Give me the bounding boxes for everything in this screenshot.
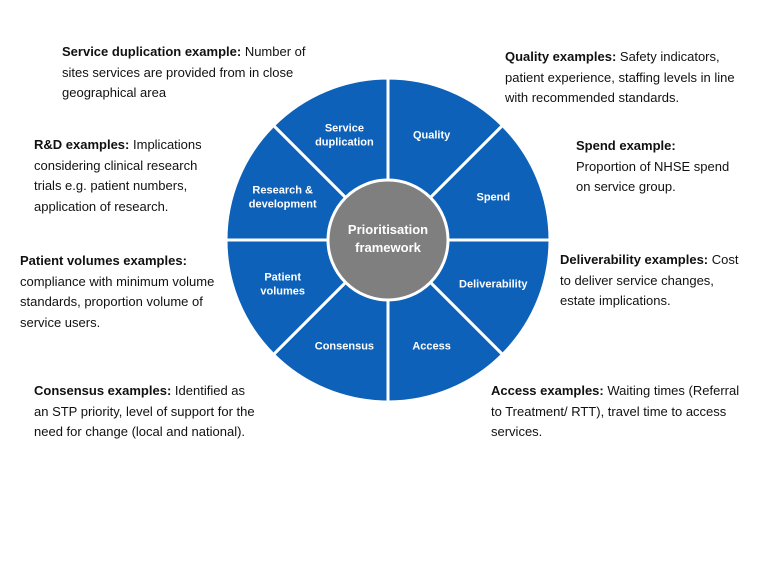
segment-label-patient-volumes: volumes (260, 286, 305, 298)
annotation-heading: Access examples: (491, 383, 604, 398)
segment-label-spend: Spend (476, 191, 510, 203)
annotation-text: Proportion of NHSE spend on service grou… (576, 158, 730, 195)
annotation-text: Number of sites services are provided fr… (62, 44, 306, 100)
annotation-text: Cost to deliver service changes, estate … (560, 252, 739, 308)
annotation-patient-volumes: Patient volumes examples: compliance wit… (20, 251, 218, 333)
hub-circle (326, 178, 450, 302)
segment-label-research-development: Research & (252, 184, 313, 196)
segment-label-service-duplication: duplication (315, 137, 374, 149)
annotation-text: compliance with minimum volume standards… (20, 273, 215, 330)
annotation-quality: Quality examples: Safety indicators, pat… (505, 47, 745, 109)
segment-label-access: Access (412, 340, 451, 352)
hub-label-line2: framework (355, 240, 422, 255)
annotation-deliverability: Deliverability examples: Cost to deliver… (560, 250, 750, 312)
segment-label-service-duplication: Service (325, 123, 364, 135)
annotation-text: Safety indicators, patient experience, s… (505, 49, 735, 105)
annotation-heading: Patient volumes examples: (20, 253, 187, 268)
annotation-heading: Quality examples: (505, 49, 617, 64)
segment-label-patient-volumes: Patient (264, 272, 301, 284)
segment-label-quality: Quality (413, 130, 451, 142)
annotation-access: Access examples: Waiting times (Referral… (491, 381, 753, 443)
annotation-consensus: Consensus examples: Identified as an STP… (34, 381, 256, 443)
segment-label-consensus: Consensus (315, 340, 374, 352)
annotation-heading: Deliverability examples: (560, 252, 709, 267)
wheel-segment-labels: Service duplication QualitySpendDeliverabi… (249, 123, 529, 353)
hub-label-line1: Prioritisation (348, 222, 428, 237)
annotation-heading: Service duplication example: (62, 44, 242, 59)
annotation-service-duplication: Service duplication example: Number of s… (62, 42, 320, 104)
annotation-heading: Consensus examples: (34, 383, 172, 398)
segment-label-research-development: development (249, 198, 317, 210)
annotation-text: Waiting times (Referral to Treatment/ RT… (491, 383, 740, 439)
annotation-heading: Spend example: (576, 138, 676, 153)
annotation-text: Implications considering clinical resear… (34, 137, 202, 214)
annotation-spend: Spend example: Proportion of NHSE spend … (576, 136, 744, 198)
segment-label-deliverability: Deliverability (459, 279, 528, 291)
annotation-text: Identified as an STP priority, level of … (34, 383, 255, 439)
annotation-rd: R&D examples: Implications considering c… (34, 135, 218, 217)
annotation-heading: R&D examples: (34, 137, 130, 152)
